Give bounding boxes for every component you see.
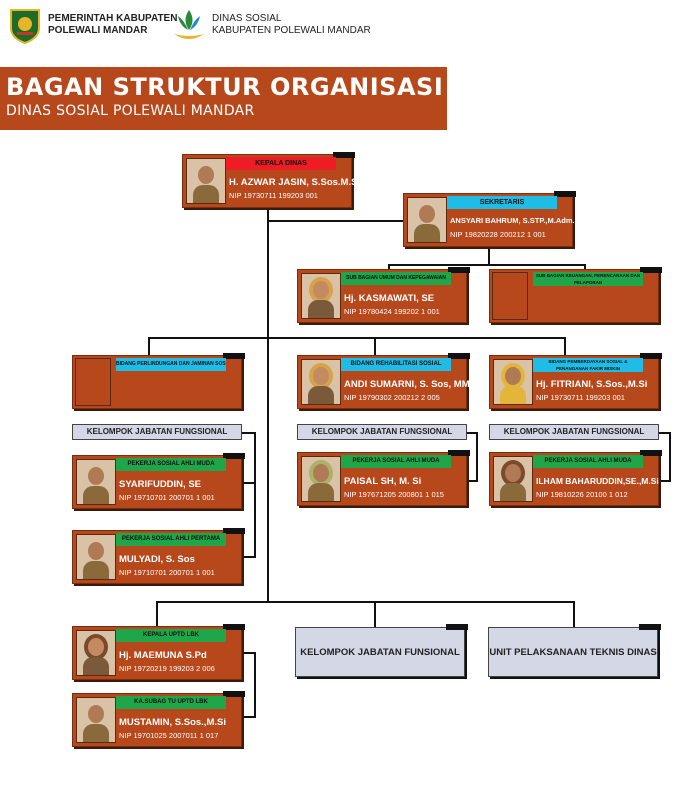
bidang-perlindungan-role: BIDANG PERLINDUNGAN DAN JAMINAN SOSIAL: [116, 358, 226, 371]
pekerja-syarifuddin-name: SYARIFUDDIN, SE: [119, 479, 201, 490]
subbag-umum-nip: NIP 19780424 199202 1 001: [344, 307, 440, 316]
sekretaris-photo: [407, 197, 447, 243]
kepala-dinas-photo: [186, 158, 226, 204]
unit-pelaksanaan-teknis-box: UNIT PELAKSANAAN TEKNIS DINAS: [488, 624, 661, 677]
bidang-pemberdayaan-role: BIDANG PEMBERDAYAAN SOSIAL & PENANGANAN …: [533, 358, 643, 372]
pekerja-paisal-role: PEKERJA SOSIAL AHLI MUDA: [341, 455, 451, 468]
connector-subbag-right: [584, 264, 586, 272]
connector-fungsional-1-b: [242, 556, 256, 558]
ka-tu-uptd-card: KA.SUBAG TU UPTD LBK MUSTAMIN, S.Sos.,M.…: [72, 691, 245, 747]
ka-tu-uptd-nip: NIP 19701025 2007011 1 017: [119, 731, 219, 740]
sekretaris-role: SEKRETARIS: [447, 196, 557, 209]
pekerja-syarifuddin-card: PEKERJA SOSIAL AHLI MUDA SYARIFUDDIN, SE…: [72, 453, 245, 509]
subbag-keuangan-role: SUB BAGIAN KEUANGAN, PERENCANAAN DAN PEL…: [533, 272, 643, 286]
connector-bottom-3: [573, 601, 575, 627]
kepala-uptd-nip: NIP 19720219 199203 2 006: [119, 664, 215, 673]
bidang-pemberdayaan-card: BIDANG PEMBERDAYAAN SOSIAL & PENANGANAN …: [489, 353, 662, 409]
connector-fungsional-3-v: [669, 432, 671, 482]
connector-bottom-1: [156, 601, 158, 627]
kepala-uptd-role: KEPALA UPTD LBK: [116, 629, 226, 642]
page-subtitle: DINAS SOSIAL POLEWALI MANDAR: [6, 103, 255, 119]
connector-fungsional-3-a: [659, 480, 671, 482]
fungsional-bar-2: KELOMPOK JABATAN FUNGSIONAL: [297, 424, 467, 440]
fungsional-bar-1: KELOMPOK JABATAN FUNGSIONAL: [72, 424, 242, 440]
pekerja-paisal-card: PEKERJA SOSIAL AHLI MUDA PAISAL SH, M. S…: [297, 450, 470, 506]
connector-main-vertical: [267, 206, 269, 602]
connector-subbag-left: [388, 264, 390, 272]
connector-fungsional-2-a: [466, 480, 478, 482]
pekerja-mulyadi-photo: [76, 534, 116, 580]
kepala-dinas-role: KEPALA DINAS: [226, 157, 336, 170]
pekerja-mulyadi-role: PEKERJA SOSIAL AHLI PERTAMA: [116, 533, 226, 546]
connector-uptd-katu-v: [254, 652, 256, 718]
connector-bidang-3: [564, 337, 566, 357]
ka-tu-uptd-photo: [76, 697, 116, 743]
bidang-rehab-name: ANDI SUMARNI, S. Sos, MM: [344, 379, 470, 390]
connector-sekretaris: [267, 220, 403, 222]
pekerja-mulyadi-card: PEKERJA SOSIAL AHLI PERTAMA MULYADI, S. …: [72, 528, 245, 584]
bidang-pemberdayaan-photo: [493, 359, 533, 405]
connector-uptd-katu-b: [242, 716, 256, 718]
dinsos-logo-icon: [174, 10, 204, 39]
connector-fungsional-1: [242, 432, 256, 434]
bidang-perlindungan-card: BIDANG PERLINDUNGAN DAN JAMINAN SOSIAL: [72, 353, 245, 409]
bidang-pemberdayaan-name: Hj. FITRIANI, S.Sos.,M.Si: [536, 379, 648, 390]
fungsional-bar-3: KELOMPOK JABATAN FUNGSIONAL: [489, 424, 659, 440]
bidang-rehab-role: BIDANG REHABILITASI SOSIAL: [341, 358, 451, 371]
sekretaris-nip: NIP 19820228 200212 1 001: [450, 230, 546, 239]
bidang-rehab-nip: NIP 19790302 200212 2 005: [344, 393, 440, 402]
bidang-rehab-photo: [301, 359, 341, 405]
subbag-umum-photo: [301, 273, 341, 319]
connector-bidang-1: [148, 337, 150, 357]
connector-bidang-2: [374, 337, 376, 357]
connector-fungsional-3: [659, 432, 671, 434]
kelompok-jabatan-fungsional-box: KELOMPOK JABATAN FUNSIONAL: [295, 624, 468, 677]
pekerja-ilham-name: ILHAM BAHARUDDIN,SE.,M.Si: [536, 476, 659, 486]
kepala-dinas-card: KEPALA DINAS H. AZWAR JASIN, S.Sos.M.Si …: [182, 152, 360, 208]
sekretaris-name: ANSYARI BAHRUM, S.STP.,M.Adm.KP: [450, 216, 586, 225]
kepala-dinas-name: H. AZWAR JASIN, S.Sos.M.Si: [229, 177, 361, 188]
pekerja-paisal-nip: NIP 197671205 200801 1 015: [344, 490, 444, 499]
connector-fungsional-2: [466, 432, 478, 434]
pemkab-logo-icon: [10, 9, 40, 44]
bidang-pemberdayaan-nip: NIP 19730711 199203 001: [536, 393, 625, 402]
connector-fungsional-1-v: [254, 432, 256, 558]
connector-bottom-2: [374, 601, 376, 627]
pekerja-syarifuddin-photo: [76, 459, 116, 505]
kepala-uptd-name: Hj. MAEMUNA S.Pd: [119, 650, 207, 661]
department-name: DINAS SOSIAL KABUPATEN POLEWALI MANDAR: [212, 13, 371, 36]
government-name: PEMERINTAH KABUPATEN POLEWALI MANDAR: [48, 13, 178, 36]
kepala-dinas-nip: NIP 19730711 199203 001: [229, 191, 318, 200]
connector-fungsional-1-a: [242, 482, 256, 484]
subbag-umum-role: SUB BAGIAN UMUM DAN KEPEGAWAIAN: [341, 272, 451, 285]
subbag-umum-name: Hj. KASMAWATI, SE: [344, 293, 435, 304]
pekerja-mulyadi-name: MULYADI, S. Sos: [119, 554, 195, 565]
pekerja-mulyadi-nip: NIP 19710701 200701 1 001: [119, 568, 215, 577]
subbag-umum-card: SUB BAGIAN UMUM DAN KEPEGAWAIAN Hj. KASM…: [297, 267, 470, 323]
sekretaris-card: SEKRETARIS ANSYARI BAHRUM, S.STP.,M.Adm.…: [403, 191, 585, 247]
pekerja-syarifuddin-nip: NIP 19710701 200701 1 001: [119, 493, 215, 502]
connector-fungsional-2-v: [476, 432, 478, 482]
subbag-keuangan-card: SUB BAGIAN KEUANGAN, PERENCANAAN DAN PEL…: [489, 267, 662, 323]
page-title: BAGAN STRUKTUR ORGANISASI: [6, 73, 444, 101]
pekerja-syarifuddin-role: PEKERJA SOSIAL AHLI MUDA: [116, 458, 226, 471]
connector-sekretaris-down: [488, 246, 490, 266]
pekerja-paisal-name: PAISAL SH, M. Si: [344, 476, 422, 487]
pekerja-ilham-nip: NIP 19810226 20100 1 012: [536, 490, 628, 499]
connector-uptd-katu: [242, 652, 256, 654]
connector-subbag-horizontal: [388, 264, 586, 266]
connector-bidang-horizontal: [148, 337, 566, 339]
pekerja-ilham-card: PEKERJA SOSIAL AHLI MUDA ILHAM BAHARUDDI…: [489, 450, 662, 506]
kepala-uptd-card: KEPALA UPTD LBK Hj. MAEMUNA S.Pd NIP 197…: [72, 624, 245, 680]
pekerja-ilham-role: PEKERJA SOSIAL AHLI MUDA: [533, 455, 643, 468]
ka-tu-uptd-role: KA.SUBAG TU UPTD LBK: [116, 696, 226, 709]
pekerja-paisal-photo: [301, 456, 341, 502]
bidang-rehab-card: BIDANG REHABILITASI SOSIAL ANDI SUMARNI,…: [297, 353, 470, 409]
ka-tu-uptd-name: MUSTAMIN, S.Sos.,M.Si: [119, 717, 226, 728]
kepala-uptd-photo: [76, 630, 116, 676]
connector-bottom-horizontal: [156, 601, 575, 603]
title-banner: BAGAN STRUKTUR ORGANISASI DINAS SOSIAL P…: [0, 67, 447, 130]
pekerja-ilham-photo: [493, 456, 533, 502]
